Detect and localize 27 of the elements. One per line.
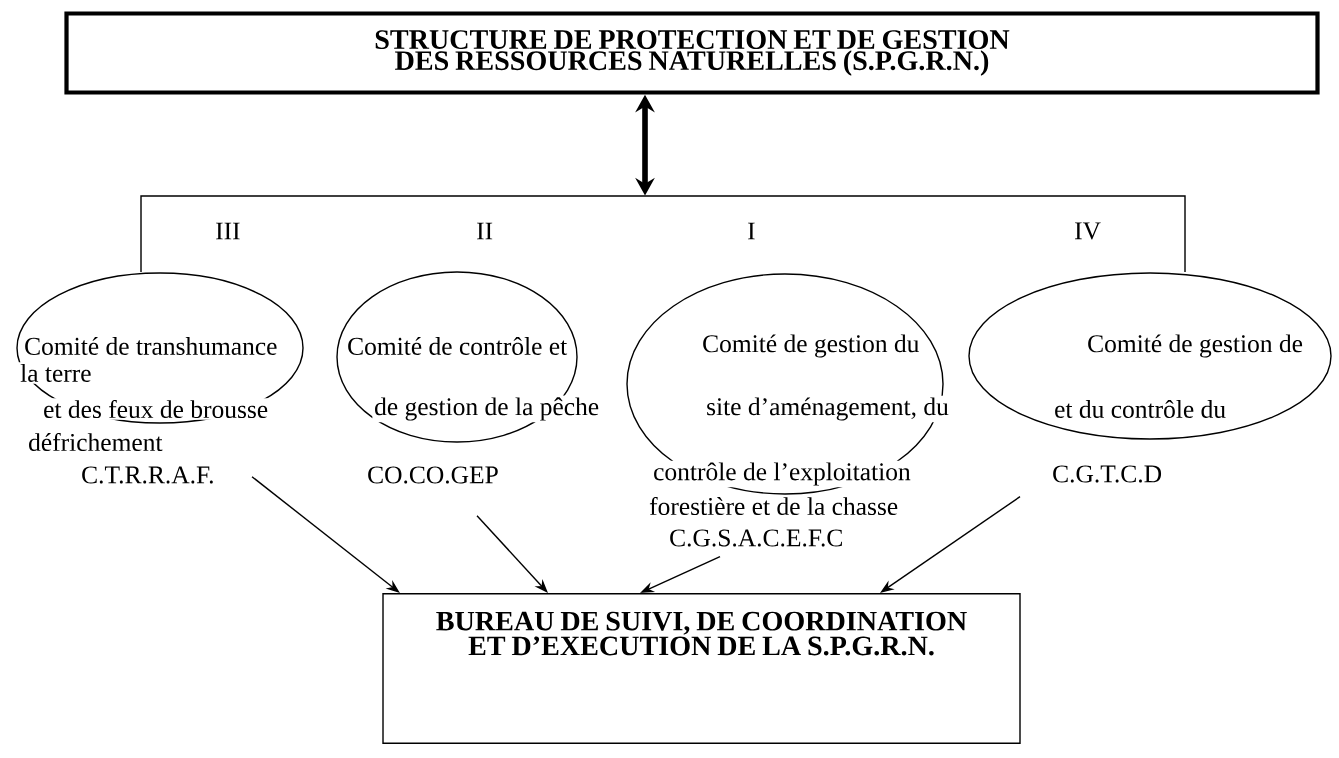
arrow	[251, 476, 400, 593]
arrow	[476, 515, 548, 593]
committee-text: et des feux de brousse	[41, 398, 270, 420]
committee-text: contrôle de l’exploitation	[651, 460, 913, 488]
committee-text: forestière et de la chasse	[647, 495, 900, 517]
committee-text: C.T.R.R.A.F.	[79, 464, 217, 486]
committee-text: Comité de gestion de	[1085, 332, 1305, 360]
office-box: BUREAU DE SUIVI, DE COORDINATION ET D’EXECUTION DE LA S.P.G.R.N.	[382, 593, 1021, 745]
committee-text: de gestion de la pêche	[372, 395, 601, 423]
bracket	[140, 195, 1186, 273]
roman-numeral: III	[216, 222, 240, 240]
committee-text: Comité de transhumance	[22, 335, 280, 357]
roman-numeral: II	[477, 222, 493, 240]
committee-text: CO.CO.GEP	[365, 464, 501, 486]
roman-numeral: I	[748, 222, 755, 240]
committee-text: et du contrôle du	[1052, 398, 1228, 420]
committee-text: C.G.T.C.D	[1050, 463, 1164, 485]
committee-text: défrichement	[26, 431, 165, 453]
title-box: STRUCTURE DE PROTECTION ET DE GESTION DES RESSOURCES NATURELLES (S.P.G.R.N.)	[64, 11, 1320, 95]
committee-text: la terre	[18, 362, 94, 384]
committee-ellipse	[968, 272, 1332, 440]
arrow	[880, 496, 1021, 593]
roman-numeral: IV	[1075, 222, 1101, 240]
committee-text: site d’aménagement, du	[704, 395, 951, 423]
committee-text: C.G.S.A.C.E.F.C	[667, 527, 846, 549]
committee-text: Comité de gestion du	[700, 332, 922, 360]
committee-text: Comité de contrôle et	[345, 335, 569, 357]
